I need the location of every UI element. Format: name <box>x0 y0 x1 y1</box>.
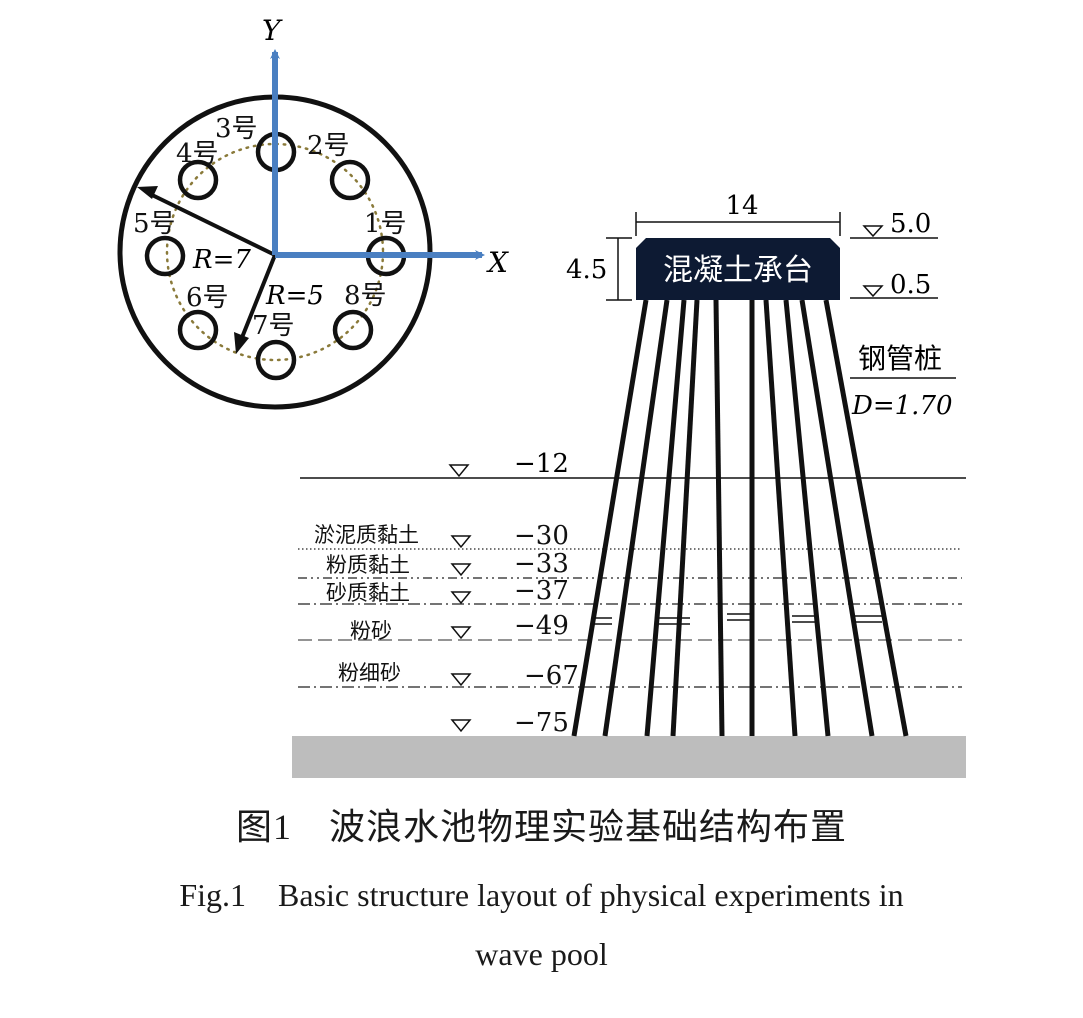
soil-level: −75 <box>514 708 569 738</box>
soil-name: 粉细砂 <box>338 661 401 685</box>
radius-outer-label: R=7 <box>192 245 251 275</box>
bottom-level-label: 0.5 <box>890 270 931 300</box>
pile-line <box>571 299 649 737</box>
soil-name: 砂质黏土 <box>326 581 410 605</box>
radius-inner-arrow <box>239 254 277 341</box>
caption-english-line1: Fig.1 Basic structure layout of physical… <box>179 877 904 913</box>
soil-level: −49 <box>514 611 569 641</box>
layer-marker <box>450 626 472 640</box>
x-axis-label: X <box>486 246 509 279</box>
caption-english-line2: wave pool <box>475 936 608 972</box>
pile-5 <box>144 235 186 277</box>
layer-marker <box>450 591 472 605</box>
radius-outer-arrow <box>147 191 276 257</box>
pile-label-7: 7号 <box>252 311 295 341</box>
layer-marker <box>450 535 472 549</box>
pile-2 <box>329 159 371 201</box>
radius-inner-label: R=5 <box>265 281 324 311</box>
soil-name: 粉砂 <box>350 619 392 643</box>
water-level-label: −12 <box>514 449 569 479</box>
soil-level: −30 <box>514 521 569 551</box>
layer-marker <box>450 719 472 733</box>
pile-line <box>763 299 798 737</box>
pile-line <box>602 299 670 737</box>
pile-line <box>713 299 725 737</box>
y-axis-label: Y <box>262 14 283 47</box>
cap-width-label: 14 <box>725 191 758 221</box>
pile-label-3: 3号 <box>215 114 258 144</box>
pile-label-2: 2号 <box>307 131 350 161</box>
pile-label-4: 4号 <box>176 139 219 169</box>
soil-level: −37 <box>514 576 569 606</box>
pile-diameter-label: D=1.70 <box>851 391 953 421</box>
pile-6 <box>177 309 219 351</box>
level-marker-bottom <box>862 285 884 298</box>
elevation-view: 混凝土承台 14 4.5 5.0 0.5 钢管桩 D=1.70 −12 <box>292 191 966 778</box>
cap-height-label: 4.5 <box>566 255 607 285</box>
pile-cap <box>636 238 840 300</box>
pile-line <box>799 299 875 737</box>
pile-label-5: 5号 <box>133 209 176 239</box>
pile-8 <box>332 309 374 351</box>
top-level-label: 5.0 <box>890 209 931 239</box>
pile-marks <box>592 613 882 625</box>
pile-line <box>644 299 687 737</box>
pile-4 <box>177 159 219 201</box>
soil-level: −33 <box>514 549 569 579</box>
soil-name: 淤泥质黏土 <box>314 523 419 547</box>
structure-diagram: X Y R=7 R=5 1号 2号 3号 4号 5号 6号 7号 8号 <box>117 14 966 778</box>
level-marker-top <box>862 225 884 238</box>
water-level-marker <box>448 464 470 478</box>
pile-line <box>670 299 700 737</box>
piles <box>571 299 909 737</box>
pile-type-label: 钢管桩 <box>858 342 942 375</box>
plan-view: X Y R=7 R=5 1号 2号 3号 4号 5号 6号 7号 8号 <box>117 14 509 410</box>
layer-marker <box>450 673 472 687</box>
soil-level: −67 <box>524 661 579 691</box>
ground-bedrock <box>292 736 966 778</box>
radius-outer-arrowhead <box>137 186 158 199</box>
pile-label-1: 1号 <box>364 209 407 239</box>
caption-chinese: 图1 波浪水池物理实验基础结构布置 <box>235 807 847 847</box>
pile-line <box>823 299 909 737</box>
pile-label-8: 8号 <box>344 281 387 311</box>
pile-7 <box>255 339 297 381</box>
pile-cap-label: 混凝土承台 <box>663 253 813 288</box>
pile-label-6: 6号 <box>186 283 229 313</box>
layer-marker <box>450 563 472 577</box>
radius-inner-arrowhead <box>234 332 249 354</box>
soil-name: 粉质黏土 <box>326 553 410 577</box>
pile-line <box>783 299 831 737</box>
